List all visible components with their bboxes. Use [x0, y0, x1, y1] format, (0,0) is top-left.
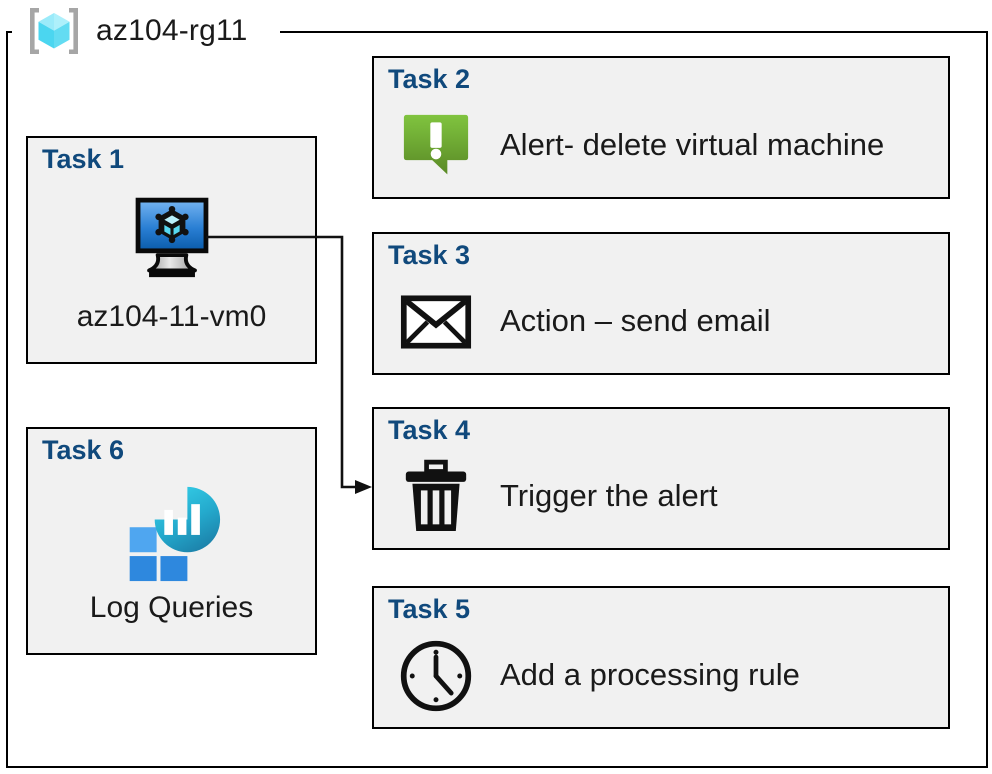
- card-task1-label: az104-11-vm0: [76, 300, 267, 333]
- card-task5-label: Add a processing rule: [500, 657, 800, 693]
- card-task2[interactable]: Task 2 Alert- delete virtual machine: [372, 56, 950, 199]
- resource-group-boundary: [6, 31, 988, 768]
- card-task4[interactable]: Task 4 Trigger the alert: [372, 407, 950, 550]
- card-task3-body: Action – send email: [398, 274, 938, 369]
- resource-group-header: az104-rg11: [26, 4, 248, 58]
- card-task3-title: Task 3: [388, 240, 471, 270]
- clock-icon: [398, 638, 474, 714]
- card-task1-title: Task 1: [42, 144, 125, 174]
- card-task6-title: Task 6: [42, 435, 125, 465]
- card-task6-body: Log Queries: [28, 473, 315, 647]
- trash-delete-icon: [398, 459, 474, 535]
- card-task4-body: Trigger the alert: [398, 449, 938, 544]
- card-task4-title: Task 4: [388, 415, 471, 445]
- virtual-machine-icon: [126, 192, 218, 280]
- envelope-icon: [398, 284, 474, 360]
- card-task2-body: Alert- delete virtual machine: [398, 98, 938, 193]
- card-task5[interactable]: Task 5 Add a processing rule: [372, 586, 950, 729]
- card-task6-label: Log Queries: [89, 591, 254, 624]
- card-task2-label: Alert- delete virtual machine: [500, 127, 885, 163]
- card-task4-label: Trigger the alert: [500, 478, 718, 514]
- card-task1[interactable]: Task 1: [26, 136, 317, 364]
- card-task5-title: Task 5: [388, 594, 471, 624]
- log-analytics-icon: [122, 483, 222, 583]
- resource-group-cube-icon: [26, 5, 82, 57]
- card-task5-body: Add a processing rule: [398, 628, 938, 723]
- card-task3[interactable]: Task 3 Action – send email: [372, 232, 950, 375]
- resource-group-label-gap: [12, 22, 280, 42]
- alert-bubble-icon: [398, 108, 474, 184]
- card-task6[interactable]: Task 6: [26, 427, 317, 655]
- card-task1-body: az104-11-vm0: [28, 182, 315, 356]
- card-task3-label: Action – send email: [500, 303, 771, 339]
- card-task2-title: Task 2: [388, 64, 471, 94]
- resource-group-name: az104-rg11: [96, 14, 248, 47]
